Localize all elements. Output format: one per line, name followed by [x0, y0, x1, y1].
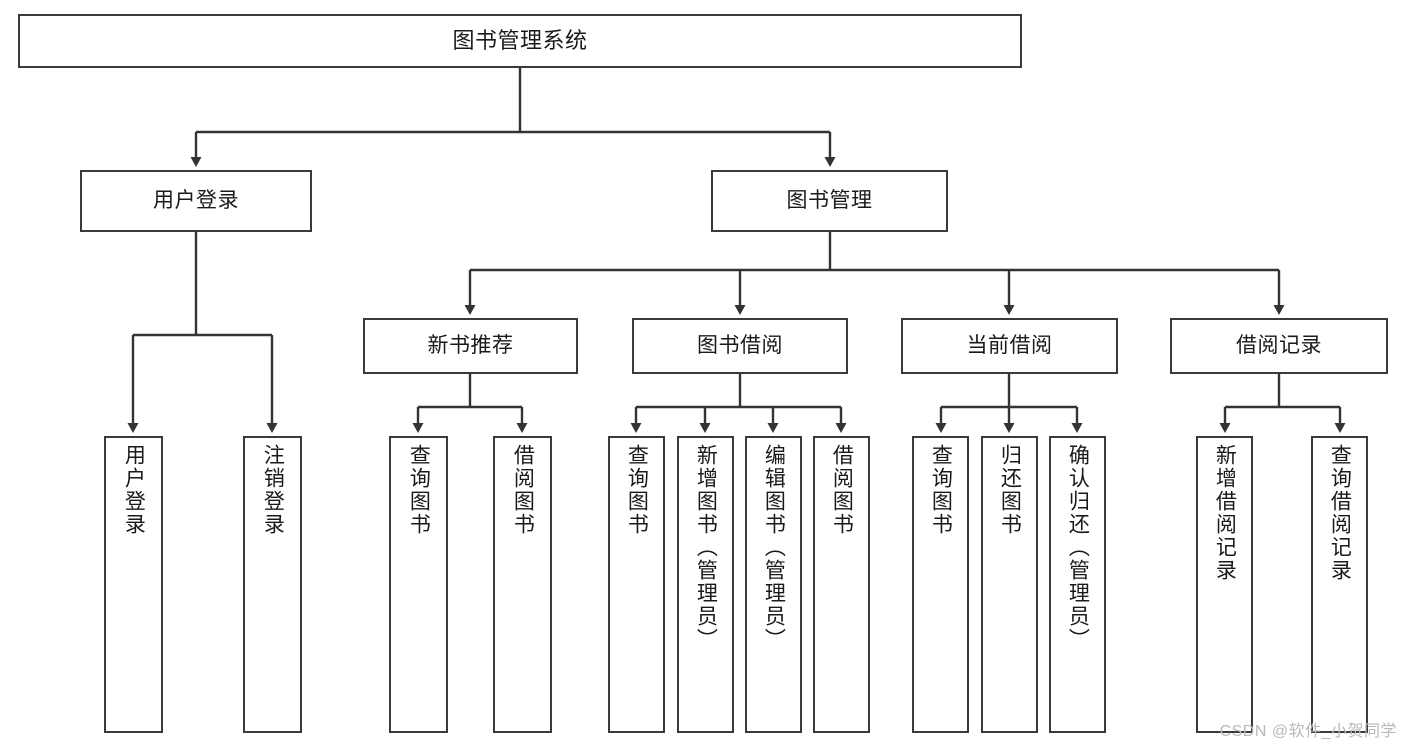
leaf-borrow-record-add[interactable]: 新增借阅记录 [1196, 436, 1253, 733]
node-label: 查询借阅记录 [1328, 444, 1352, 582]
node-book-borrow[interactable]: 图书借阅 [632, 318, 848, 374]
node-label: 编辑图书（管理员） [762, 444, 786, 651]
leaf-borrow-record-query[interactable]: 查询借阅记录 [1311, 436, 1368, 733]
leaf-book-borrow-borrow[interactable]: 借阅图书 [813, 436, 870, 733]
node-user-login[interactable]: 用户登录 [80, 170, 312, 232]
node-book-management[interactable]: 图书管理 [711, 170, 948, 232]
leaf-current-borrow-query[interactable]: 查询图书 [912, 436, 969, 733]
leaf-book-borrow-query[interactable]: 查询图书 [608, 436, 665, 733]
watermark-text: CSDN @软件_小贺同学 [1219, 723, 1397, 740]
node-label: 查询图书 [407, 444, 431, 536]
node-label: 借阅图书 [511, 444, 535, 536]
leaf-user-login-logout[interactable]: 注销登录 [243, 436, 302, 733]
leaf-book-borrow-edit[interactable]: 编辑图书（管理员） [745, 436, 802, 733]
node-root-system[interactable]: 图书管理系统 [18, 14, 1022, 68]
node-label: 新增借阅记录 [1213, 444, 1237, 582]
node-label: 查询图书 [929, 444, 953, 536]
leaf-new-book-borrow[interactable]: 借阅图书 [493, 436, 552, 733]
node-label: 借阅图书 [830, 444, 854, 536]
node-label: 归还图书 [998, 444, 1022, 536]
node-current-borrow[interactable]: 当前借阅 [901, 318, 1118, 374]
leaf-user-login-login[interactable]: 用户登录 [104, 436, 163, 733]
node-label: 图书管理 [786, 188, 873, 212]
node-label: 图书借阅 [697, 333, 783, 357]
node-new-book-recommend[interactable]: 新书推荐 [363, 318, 578, 374]
leaf-current-borrow-confirm-return[interactable]: 确认归还（管理员） [1049, 436, 1106, 733]
node-label: 查询图书 [625, 444, 649, 536]
node-label: 用户登录 [153, 188, 239, 212]
node-label: 新书推荐 [427, 333, 514, 357]
node-borrow-record[interactable]: 借阅记录 [1170, 318, 1388, 374]
node-label: 用户登录 [122, 444, 146, 536]
node-label: 注销登录 [261, 444, 285, 536]
node-label: 新增图书（管理员） [694, 444, 718, 651]
leaf-current-borrow-return[interactable]: 归还图书 [981, 436, 1038, 733]
leaf-new-book-query[interactable]: 查询图书 [389, 436, 448, 733]
node-label: 当前借阅 [966, 333, 1053, 357]
node-label: 图书管理系统 [452, 28, 588, 54]
node-label: 借阅记录 [1236, 333, 1322, 357]
leaf-book-borrow-add[interactable]: 新增图书（管理员） [677, 436, 734, 733]
node-label: 确认归还（管理员） [1066, 444, 1090, 651]
